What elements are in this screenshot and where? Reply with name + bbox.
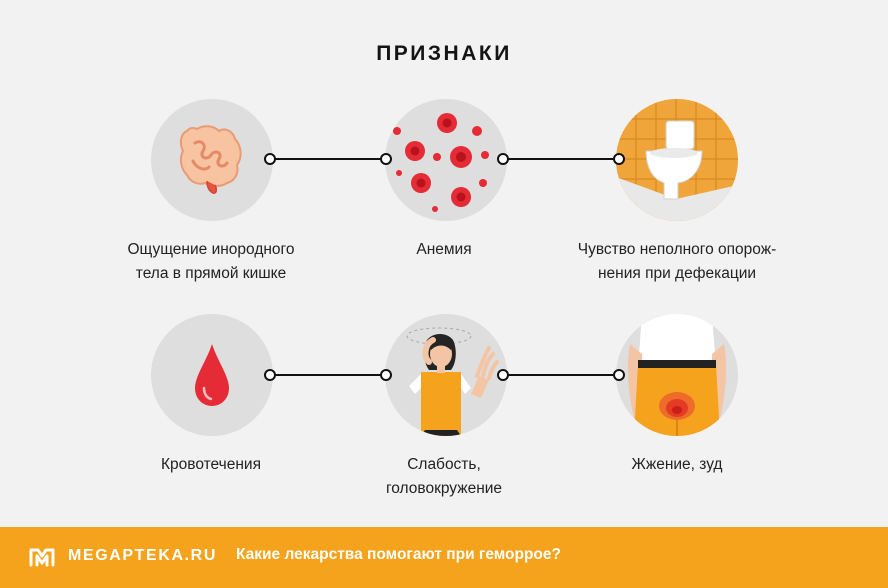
symptom-label-weakness: Слабость, головокружение bbox=[324, 453, 564, 501]
medicine-question-link[interactable]: Какие лекарства помогают при геморрое? bbox=[236, 546, 561, 563]
symptom-label-foreign-body: Ощущение инородного тела в прямой кишке bbox=[91, 238, 331, 286]
footer-bar: MEGAPTEKA.RU Какие лекарства помогают пр… bbox=[0, 527, 888, 588]
toilet-icon bbox=[616, 99, 738, 221]
symptom-label-line: Чувство неполного опорож- bbox=[577, 241, 777, 258]
symptom-circle-bleeding bbox=[151, 314, 273, 436]
page-title: ПРИЗНАКИ bbox=[376, 42, 512, 65]
dizzy-woman-icon bbox=[406, 327, 499, 436]
symptom-label-incomplete-emptying: Чувство неполного опорож- нения при дефе… bbox=[537, 238, 817, 286]
brand-name[interactable]: MEGAPTEKA.RU bbox=[68, 547, 217, 564]
symptom-label-line: Ощущение инородного bbox=[127, 241, 295, 258]
symptom-label-anemia: Анемия bbox=[324, 238, 564, 262]
symptom-label-line: Жжение, зуд bbox=[631, 456, 723, 473]
symptom-circle-incomplete-emptying bbox=[616, 99, 738, 221]
symptom-circle-burning bbox=[616, 314, 738, 436]
connector-line bbox=[264, 153, 392, 165]
symptom-label-line: Кровотечения bbox=[161, 456, 261, 473]
symptom-circle-foreign-body bbox=[151, 99, 273, 221]
megapteka-logo-icon[interactable] bbox=[28, 546, 56, 568]
symptom-label-burning: Жжение, зуд bbox=[557, 453, 797, 477]
blood-drop-icon bbox=[195, 344, 229, 406]
blood-cells-icon bbox=[393, 113, 489, 212]
connector-line bbox=[497, 153, 625, 165]
symptom-label-line: нения при дефекации bbox=[597, 265, 757, 282]
symptom-label-line: Анемия bbox=[416, 241, 472, 258]
intestine-icon bbox=[179, 125, 242, 194]
symptom-circle-weakness bbox=[385, 314, 507, 436]
symptom-label-line: головокружение bbox=[385, 480, 503, 497]
symptom-circle-anemia bbox=[385, 99, 507, 221]
burning-itch-icon bbox=[627, 314, 727, 436]
connector-line bbox=[264, 369, 392, 381]
symptom-label-bleeding: Кровотечения bbox=[91, 453, 331, 477]
symptom-label-line: тела в прямой кишке bbox=[135, 265, 287, 282]
symptom-label-line: Слабость, bbox=[407, 456, 481, 473]
connector-line bbox=[497, 369, 625, 381]
